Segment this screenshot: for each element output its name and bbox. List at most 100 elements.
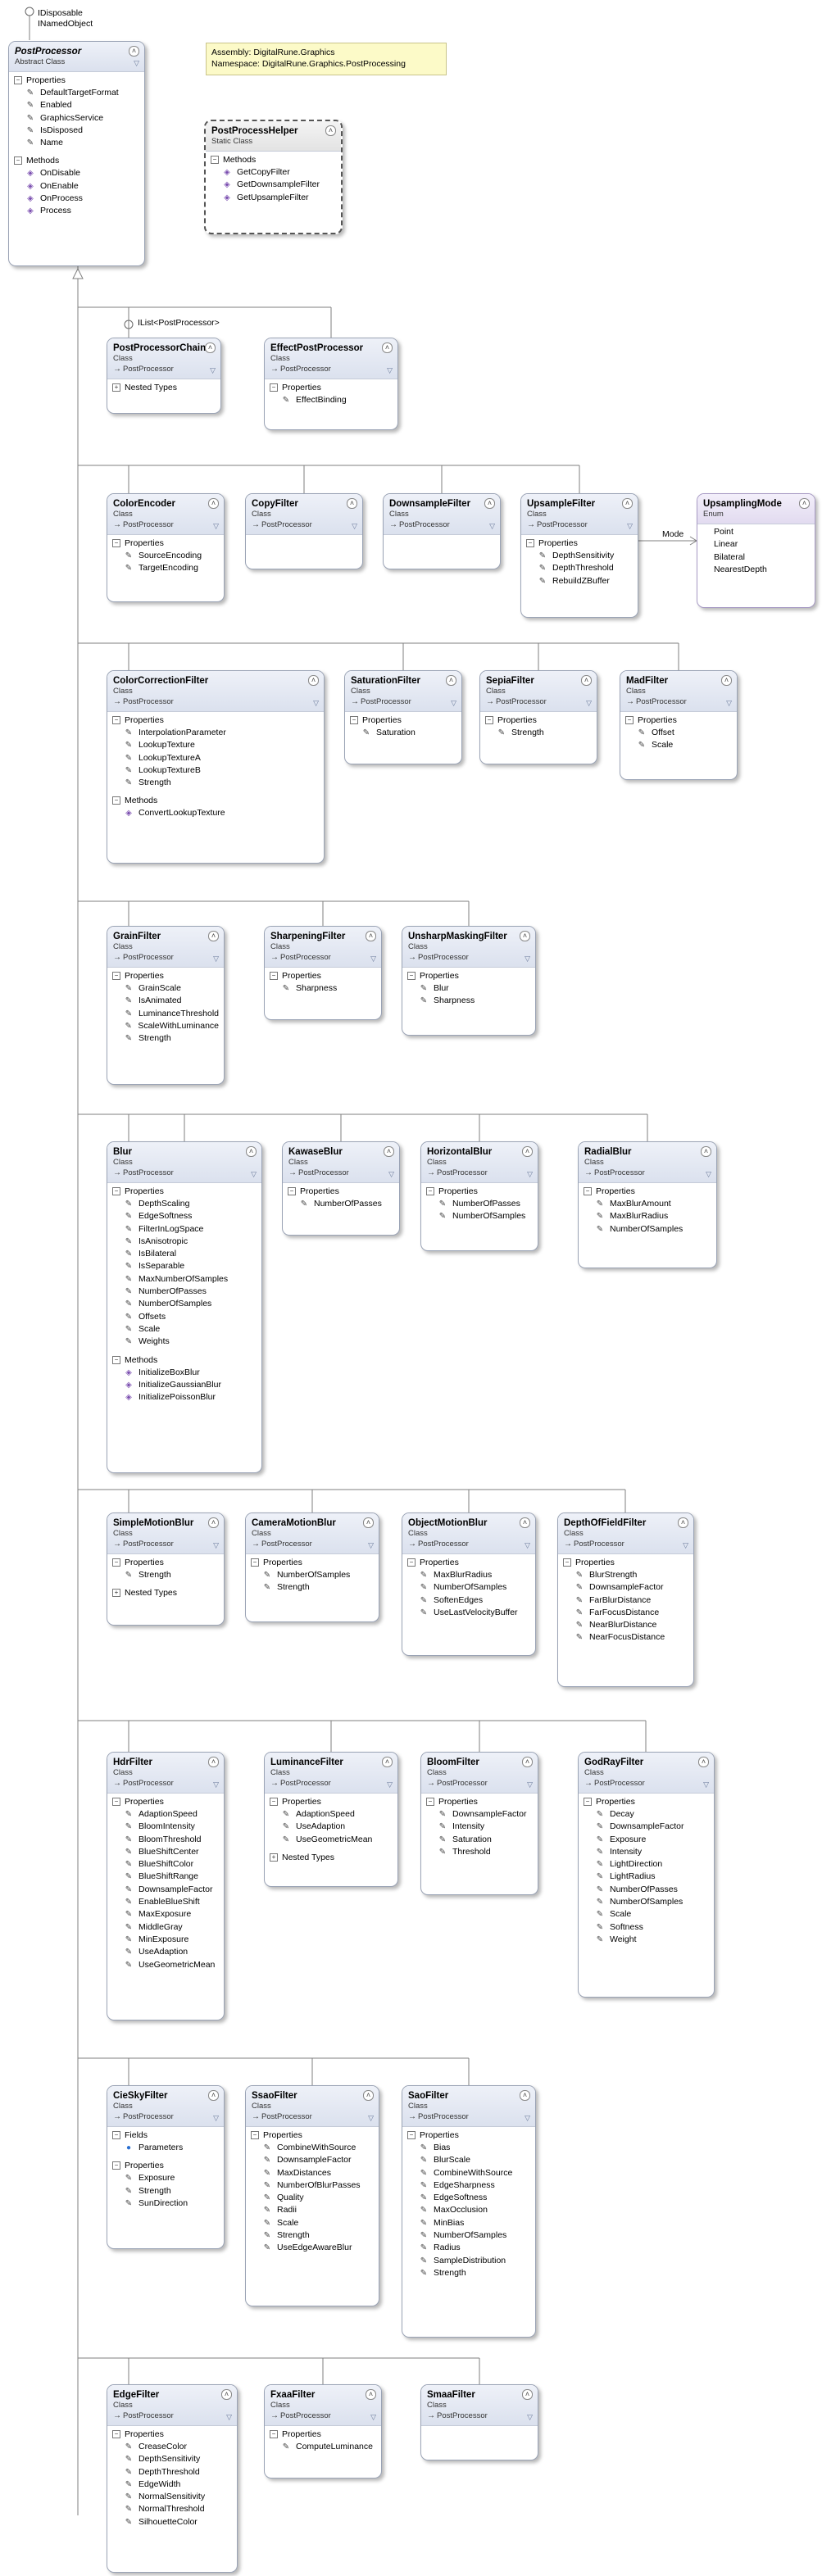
collapse-chevron-icon[interactable]: ˄ <box>581 675 592 686</box>
member-source-encoding[interactable]: ✎SourceEncoding <box>112 550 219 562</box>
collapse-chevron-icon[interactable]: ˄ <box>246 1146 257 1157</box>
collapse-chevron-icon[interactable]: ˄ <box>221 2389 232 2400</box>
enum-value-linear[interactable]: Linear <box>714 539 738 550</box>
expand-toggle-icon[interactable]: + <box>112 1589 120 1598</box>
filter-funnel-icon[interactable]: ▽ <box>387 1780 393 1789</box>
member-strength[interactable]: ✎Strength <box>112 1032 219 1045</box>
section-header-properties[interactable]: −Properties <box>270 2428 376 2441</box>
filter-funnel-icon[interactable]: ▽ <box>388 1170 394 1178</box>
member-far-blur-distance[interactable]: ✎FarBlurDistance <box>563 1594 688 1607</box>
filter-funnel-icon[interactable]: ▽ <box>213 522 219 530</box>
member-offsets[interactable]: ✎Offsets <box>112 1311 257 1323</box>
member-crease-color[interactable]: ✎CreaseColor <box>112 2441 232 2453</box>
section-header-properties[interactable]: −Properties <box>112 2159 219 2172</box>
member-number-of-passes[interactable]: ✎NumberOfPasses <box>112 1286 257 1298</box>
filter-funnel-icon[interactable]: ▽ <box>134 59 139 67</box>
filter-funnel-icon[interactable]: ▽ <box>527 1170 533 1178</box>
member-on-disable[interactable]: ◈OnDisable <box>14 167 139 179</box>
member-max-blur-radius[interactable]: ✎MaxBlurRadius <box>407 1569 530 1581</box>
member-max-blur-radius[interactable]: ✎MaxBlurRadius <box>584 1210 711 1222</box>
section-header-properties[interactable]: −Properties <box>112 1185 257 1198</box>
filter-funnel-icon[interactable]: ▽ <box>527 1780 533 1789</box>
collapse-chevron-icon[interactable]: ˄ <box>799 498 810 509</box>
member-max-distances[interactable]: ✎MaxDistances <box>251 2167 374 2179</box>
member-edge-sharpness[interactable]: ✎EdgeSharpness <box>407 2179 530 2192</box>
filter-funnel-icon[interactable]: ▽ <box>706 1170 711 1178</box>
section-header-properties[interactable]: −Properties <box>526 537 633 550</box>
member-light-direction[interactable]: ✎LightDirection <box>584 1858 709 1871</box>
member-softness[interactable]: ✎Softness <box>584 1921 709 1934</box>
member-bias[interactable]: ✎Bias <box>407 2142 530 2154</box>
member-strength[interactable]: ✎Strength <box>112 2185 219 2197</box>
collapse-toggle-icon[interactable]: − <box>407 2131 416 2139</box>
member-use-geometric-mean[interactable]: ✎UseGeometricMean <box>112 1959 219 1971</box>
member-strength[interactable]: ✎Strength <box>251 2229 374 2242</box>
member-lookup-texture-b[interactable]: ✎LookupTextureB <box>112 764 319 777</box>
section-header-properties[interactable]: −Properties <box>407 969 530 982</box>
collapse-chevron-icon[interactable]: ˄ <box>347 498 357 509</box>
member-max-number-of-samples[interactable]: ✎MaxNumberOfSamples <box>112 1273 257 1286</box>
member-number-of-samples[interactable]: ✎NumberOfSamples <box>407 2229 530 2242</box>
collapse-toggle-icon[interactable]: − <box>407 1558 416 1567</box>
member-use-edge-aware-blur[interactable]: ✎UseEdgeAwareBlur <box>251 2242 374 2254</box>
member-scale[interactable]: ✎Scale <box>584 1908 709 1921</box>
collapse-toggle-icon[interactable]: − <box>14 76 22 84</box>
member-quality[interactable]: ✎Quality <box>251 2192 374 2204</box>
member-depth-threshold[interactable]: ✎DepthThreshold <box>112 2466 232 2478</box>
member-sharpness[interactable]: ✎Sharpness <box>407 995 530 1007</box>
member-depth-scaling[interactable]: ✎DepthScaling <box>112 1198 257 1210</box>
member-convert-lookup-texture[interactable]: ◈ConvertLookupTexture <box>112 807 319 819</box>
member-threshold[interactable]: ✎Threshold <box>426 1846 533 1858</box>
filter-funnel-icon[interactable]: ▽ <box>586 699 592 707</box>
filter-funnel-icon[interactable]: ▽ <box>313 699 319 707</box>
member-far-focus-distance[interactable]: ✎FarFocusDistance <box>563 1607 688 1619</box>
member-weights[interactable]: ✎Weights <box>112 1336 257 1348</box>
member-bloom-threshold[interactable]: ✎BloomThreshold <box>112 1834 219 1846</box>
member-target-encoding[interactable]: ✎TargetEncoding <box>112 562 219 574</box>
collapse-chevron-icon[interactable]: ˄ <box>520 1517 530 1528</box>
filter-funnel-icon[interactable]: ▽ <box>213 955 219 963</box>
filter-funnel-icon[interactable]: ▽ <box>387 366 393 374</box>
collapse-toggle-icon[interactable]: − <box>112 716 120 724</box>
section-header-properties[interactable]: −Properties <box>251 2129 374 2142</box>
filter-funnel-icon[interactable]: ▽ <box>489 522 495 530</box>
section-header-properties[interactable]: −Properties <box>485 714 592 727</box>
member-normal-sensitivity[interactable]: ✎NormalSensitivity <box>112 2491 232 2503</box>
member-combine-with-source[interactable]: ✎CombineWithSource <box>251 2142 374 2154</box>
section-header-properties[interactable]: −Properties <box>584 1185 711 1198</box>
filter-funnel-icon[interactable]: ▽ <box>703 1780 709 1789</box>
member-blur-scale[interactable]: ✎BlurScale <box>407 2154 530 2166</box>
filter-funnel-icon[interactable]: ▽ <box>210 366 216 374</box>
collapse-chevron-icon[interactable]: ˄ <box>366 931 376 941</box>
filter-funnel-icon[interactable]: ▽ <box>352 522 357 530</box>
member-near-blur-distance[interactable]: ✎NearBlurDistance <box>563 1619 688 1631</box>
member-silhouette-color[interactable]: ✎SilhouetteColor <box>112 2516 232 2528</box>
filter-funnel-icon[interactable]: ▽ <box>525 955 530 963</box>
section-header-properties[interactable]: −Properties <box>270 1795 393 1808</box>
collapse-chevron-icon[interactable]: ˄ <box>622 498 633 509</box>
member-downsample-factor[interactable]: ✎DownsampleFactor <box>426 1808 533 1821</box>
member-parameters[interactable]: ●Parameters <box>112 2142 219 2154</box>
section-header-properties[interactable]: −Properties <box>426 1185 533 1198</box>
filter-funnel-icon[interactable]: ▽ <box>527 2413 533 2421</box>
collapse-toggle-icon[interactable]: − <box>407 972 416 980</box>
member-luminance-threshold[interactable]: ✎LuminanceThreshold <box>112 1008 219 1020</box>
member-number-of-passes[interactable]: ✎NumberOfPasses <box>584 1884 709 1896</box>
collapse-chevron-icon[interactable]: ˄ <box>522 1757 533 1767</box>
collapse-toggle-icon[interactable]: − <box>526 539 534 547</box>
collapse-chevron-icon[interactable]: ˄ <box>308 675 319 686</box>
member-radius[interactable]: ✎Radius <box>407 2242 530 2254</box>
collapse-chevron-icon[interactable]: ˄ <box>208 498 219 509</box>
collapse-toggle-icon[interactable]: − <box>563 1558 571 1567</box>
member-strength[interactable]: ✎Strength <box>407 2267 530 2279</box>
filter-funnel-icon[interactable]: ▽ <box>683 1541 688 1549</box>
collapse-toggle-icon[interactable]: − <box>625 716 634 724</box>
collapse-chevron-icon[interactable]: ˄ <box>366 2389 376 2400</box>
filter-funnel-icon[interactable]: ▽ <box>251 1170 257 1178</box>
member-saturation[interactable]: ✎Saturation <box>350 727 456 739</box>
member-blue-shift-center[interactable]: ✎BlueShiftCenter <box>112 1846 219 1858</box>
member-decay[interactable]: ✎Decay <box>584 1808 709 1821</box>
section-header-methods[interactable]: −Methods <box>14 154 139 167</box>
section-header-properties[interactable]: −Properties <box>407 1556 530 1569</box>
member-is-separable[interactable]: ✎IsSeparable <box>112 1260 257 1272</box>
